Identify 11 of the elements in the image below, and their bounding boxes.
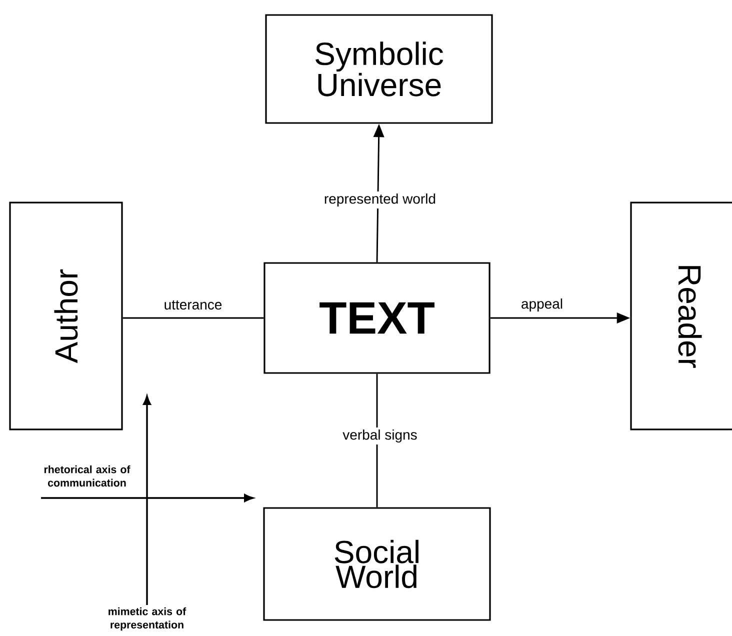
edge-label: verbal signs [340, 427, 420, 445]
edge-label: represented world [322, 191, 438, 209]
axis-label: mimetic axis of representation [108, 607, 186, 631]
edge-label: utterance [164, 300, 222, 310]
axis-label: rhetorical axis of communication [44, 465, 130, 487]
text-box: Reader [630, 202, 732, 430]
text-box: Author [9, 202, 123, 430]
text-box: TEXT [264, 262, 490, 374]
text-box: Symbolic Universe [265, 14, 493, 124]
edge-label: appeal [522, 298, 562, 312]
text-box: Social World [263, 507, 491, 621]
